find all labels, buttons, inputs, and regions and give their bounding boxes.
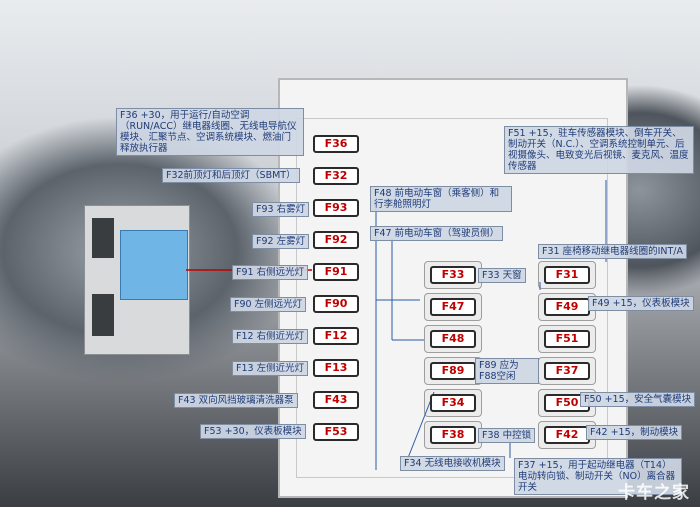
label-f31: F31 座椅移动继电器线圈的INT/A [538,244,687,259]
fuse-f38: F38 [430,426,476,444]
label-f42: F42 +15，制动模块 [586,425,683,440]
label-f33: F33 天窗 [478,268,526,283]
fuse-f92: F92 [313,231,359,249]
label-f34: F34 无线电接收机模块 [400,456,505,471]
fuse-f31: F31 [544,266,590,284]
fuse-f33: F33 [430,266,476,284]
label-f51: F51 +15，驻车传感器模块、倒车开关、制动开关（N.C.）、空调系统控制单元… [504,126,694,174]
fuse-box-module-top [92,218,114,258]
label-f43: F43 双向风挡玻璃清洗器泵 [174,393,298,408]
label-f13: F13 左侧近光灯 [232,361,309,376]
fuse-f51: F51 [544,330,590,348]
fuse-box-highlight [120,230,188,300]
label-f50: F50 +15，安全气囊模块 [580,392,696,407]
fuse-f36: F36 [313,135,359,153]
label-f36: F36 +30，用于运行/自动空调（RUN/ACC）继电器线圈、无线电导航仪模块… [116,108,304,156]
label-f47: F47 前电动车窗（驾驶员侧） [370,226,504,241]
fuse-f53: F53 [313,423,359,441]
fuse-box-module-bottom [92,294,114,336]
label-f48: F48 前电动车窗（乘客侧）和行李舱照明灯 [370,186,512,212]
label-f92: F92 左雾灯 [252,234,310,249]
fuse-f34: F34 [430,394,476,412]
watermark-logo-text: 卡车之家 [618,483,690,503]
label-f49: F49 +15，仪表板模块 [588,296,694,311]
fuse-f91: F91 [313,263,359,281]
fuse-f48: F48 [430,330,476,348]
label-f91: F91 右侧远光灯 [232,265,309,280]
fuse-f37: F37 [544,362,590,380]
fuse-f42: F42 [544,426,590,444]
fuse-f47: F47 [430,298,476,316]
fuse-f32: F32 [313,167,359,185]
label-f93: F93 右雾灯 [252,202,310,217]
label-f53: F53 +30，仪表板模块 [200,424,306,439]
label-f89: F89 应为F88空闲 [475,358,539,384]
fuse-f89: F89 [430,362,476,380]
fuse-f13: F13 [313,359,359,377]
fuse-f49: F49 [544,298,590,316]
fuse-f93: F93 [313,199,359,217]
label-f38: F38 中控锁 [478,428,536,443]
fuse-f43: F43 [313,391,359,409]
fuse-f90: F90 [313,295,359,313]
fuse-f12: F12 [313,327,359,345]
label-f12: F12 右侧近光灯 [232,329,309,344]
label-f90: F90 左侧远光灯 [230,297,307,312]
label-f37: F37 +15，用于起动继电器（T14）电动转向锁、制动开关（NO）离合器开关 [514,458,682,495]
label-f32: F32前顶灯和后顶灯（SBMT） [162,168,300,183]
